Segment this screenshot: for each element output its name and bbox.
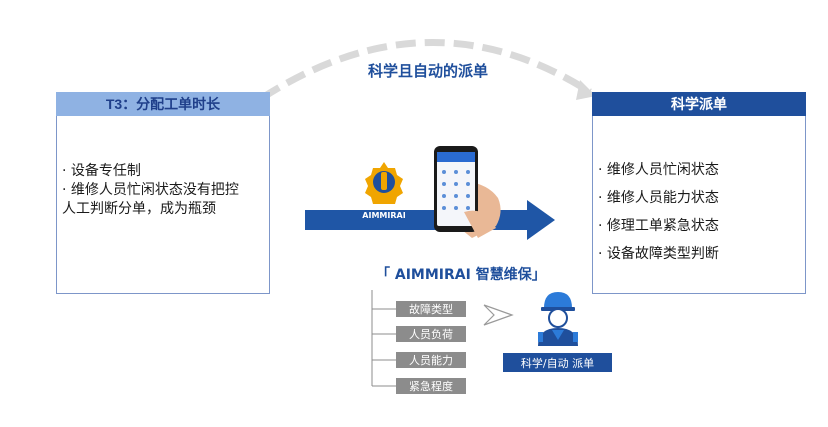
left-panel-title: T3：分配工单时长: [56, 92, 270, 116]
left-item: · 维修人员忙闲状态没有把控: [62, 182, 239, 198]
right-item: · 设备故障类型判断: [598, 246, 719, 262]
worker-icon: [538, 292, 578, 346]
left-item: 人工判断分单，成为瓶颈: [62, 201, 216, 217]
left-panel: [56, 116, 270, 294]
right-panel: [592, 116, 806, 294]
right-panel-title: 科学派单: [592, 92, 806, 116]
factor-tag-skill: 人员能力: [396, 352, 466, 368]
right-panel-list: · 维修人员忙闲状态 · 维修人员能力状态 · 修理工单紧急状态 · 设备故障类…: [598, 156, 719, 268]
right-item: · 维修人员能力状态: [598, 190, 719, 206]
right-item: · 修理工单紧急状态: [598, 218, 719, 234]
factor-bracket: [371, 290, 396, 387]
logo-text: AIMMIRAI: [362, 211, 406, 220]
left-panel-list: · 设备专任制 · 维修人员忙闲状态没有把控 人工判断分单，成为瓶颈: [62, 162, 239, 219]
chevron-right-icon: [483, 304, 514, 326]
smartphone-icon: [434, 146, 501, 238]
arc-label: 科学且自动的派单: [367, 62, 488, 80]
brand-title: 「 AIMMIRAI 智慧维保」: [376, 267, 546, 283]
gear-wrench-icon: [365, 162, 403, 204]
left-item: · 设备专任制: [62, 163, 141, 179]
dispatch-label: 科学/自动 派单: [503, 353, 612, 372]
right-item: · 维修人员忙闲状态: [598, 162, 719, 178]
factor-tag-urgency: 紧急程度: [396, 378, 466, 394]
factor-tag-fault-type: 故障类型: [396, 301, 466, 317]
factor-tag-workload: 人员负荷: [396, 326, 466, 342]
